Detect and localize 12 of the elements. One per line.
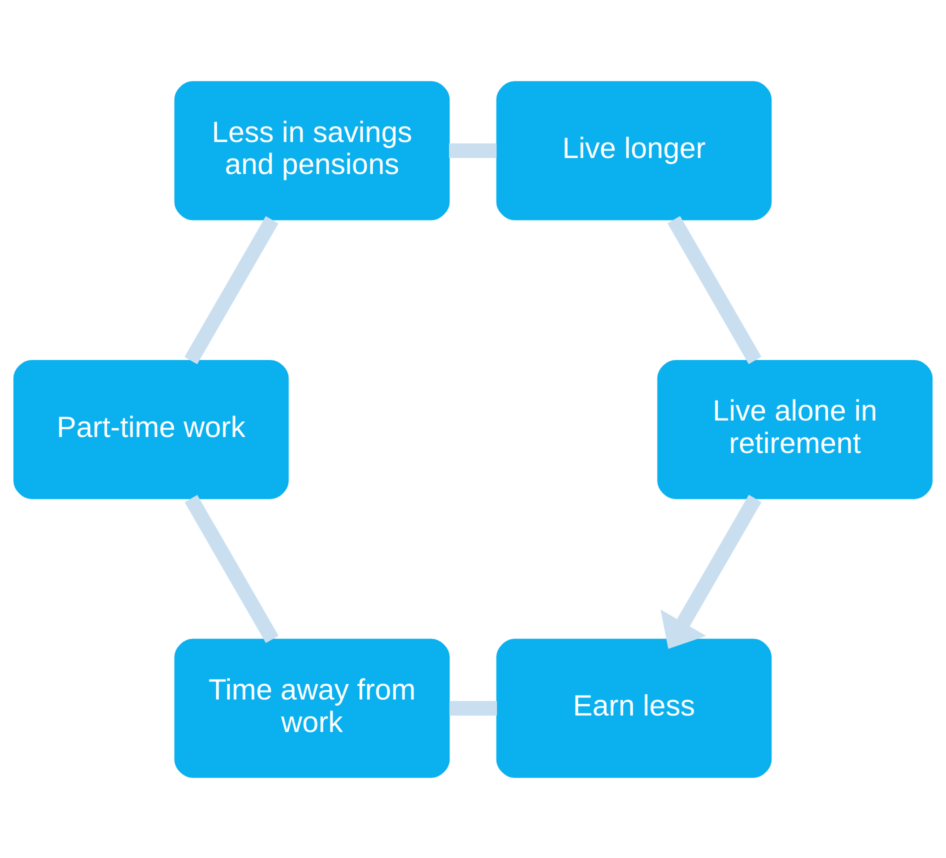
connector [184,494,279,643]
connector [449,142,497,158]
node-box: Less in savings and pensions [174,80,450,220]
node-box: Live alone in retirement [657,359,933,499]
connector [449,700,497,716]
connector [667,215,762,364]
node-box: Part-time work [13,359,289,499]
node-box: Earn less [496,638,772,778]
connector [184,216,278,364]
node-box: Live longer [496,80,772,220]
arrow [660,494,762,648]
node-box: Time away from work [174,638,450,778]
